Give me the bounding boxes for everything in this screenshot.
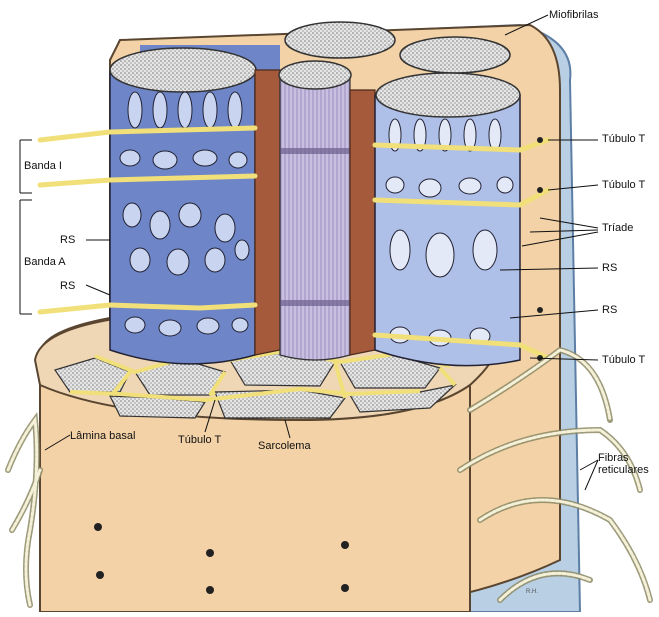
myofibril-left-column [110, 48, 256, 364]
label-reticulares: reticulares [598, 464, 649, 476]
label-miofibrilas: Miofibrilas [549, 9, 599, 21]
label-tubulo-t-3: Túbulo T [602, 354, 645, 366]
mitochondrion-left [255, 70, 280, 355]
label-banda-a: Banda A [24, 256, 66, 268]
label-sarcolema: Sarcolema [258, 440, 311, 452]
label-rs-left-2: RS [60, 280, 75, 292]
label-triade: Tríade [602, 222, 633, 234]
label-tubulo-t-1: Túbulo T [602, 133, 645, 145]
label-rs-left-1: RS [60, 234, 75, 246]
label-tubulo-t-2: Túbulo T [602, 179, 645, 191]
mitochondrion-right [350, 90, 375, 355]
myofibril-central-striated [279, 61, 351, 360]
label-lamina-basal: Lâmina basal [70, 430, 135, 442]
label-rs-right-1: RS [602, 262, 617, 274]
label-banda-i: Banda I [24, 160, 62, 172]
label-tubulo-t-bottom: Túbulo T [178, 434, 221, 446]
myofibril-right-column [375, 73, 520, 366]
artist-initials: R.H. [526, 586, 538, 598]
label-fibras: Fibras [598, 452, 629, 464]
label-rs-right-2: RS [602, 304, 617, 316]
